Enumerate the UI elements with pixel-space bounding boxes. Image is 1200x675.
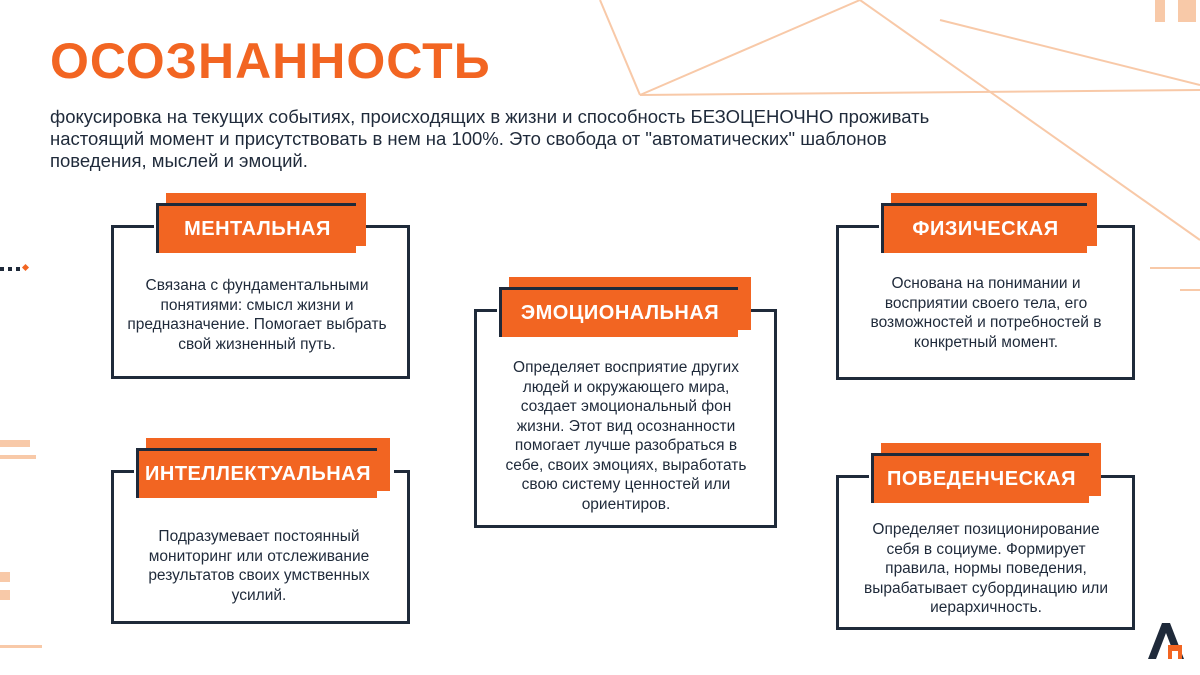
page-title: ОСОЗНАННОСТЬ xyxy=(50,33,491,89)
card-mental: МЕНТАЛЬНАЯ Связана с фундаментальными по… xyxy=(111,193,410,379)
card-mental-label: МЕНТАЛЬНАЯ xyxy=(184,218,331,240)
card-physical-text: Основана на понимании и восприятии своег… xyxy=(870,275,1102,351)
card-behavioral-text: Определяет позиционирование себя в социу… xyxy=(864,521,1108,616)
card-emotional: ЭМОЦИОНАЛЬНАЯ Определяет восприятие друг… xyxy=(474,277,777,528)
card-intellectual: ИНТЕЛЛЕКТУАЛЬНАЯ Подразумевает постоянны… xyxy=(111,438,410,624)
card-behavioral: ПОВЕДЕНЧЕСКАЯ Определяет позиционировани… xyxy=(836,443,1135,630)
card-physical-label: ФИЗИЧЕСКАЯ xyxy=(912,218,1059,240)
card-emotional-text: Определяет восприятие других людей и окр… xyxy=(505,359,747,513)
page-subtitle: фокусировка на текущих событиях, происхо… xyxy=(50,106,930,171)
dots-icon xyxy=(0,267,20,271)
card-behavioral-label: ПОВЕДЕНЧЕСКАЯ xyxy=(886,468,1077,490)
card-intellectual-text: Подразумевает постоянный мониторинг или … xyxy=(148,528,370,604)
card-emotional-label: ЭМОЦИОНАЛЬНАЯ xyxy=(520,302,720,324)
card-physical: ФИЗИЧЕСКАЯ Основана на понимании и воспр… xyxy=(836,193,1135,380)
card-mental-text: Связана с фундаментальными понятиями: см… xyxy=(127,277,387,353)
card-intellectual-label: ИНТЕЛЛЕКТУАЛЬНАЯ xyxy=(145,463,371,485)
brand-logo-icon xyxy=(1148,623,1184,659)
